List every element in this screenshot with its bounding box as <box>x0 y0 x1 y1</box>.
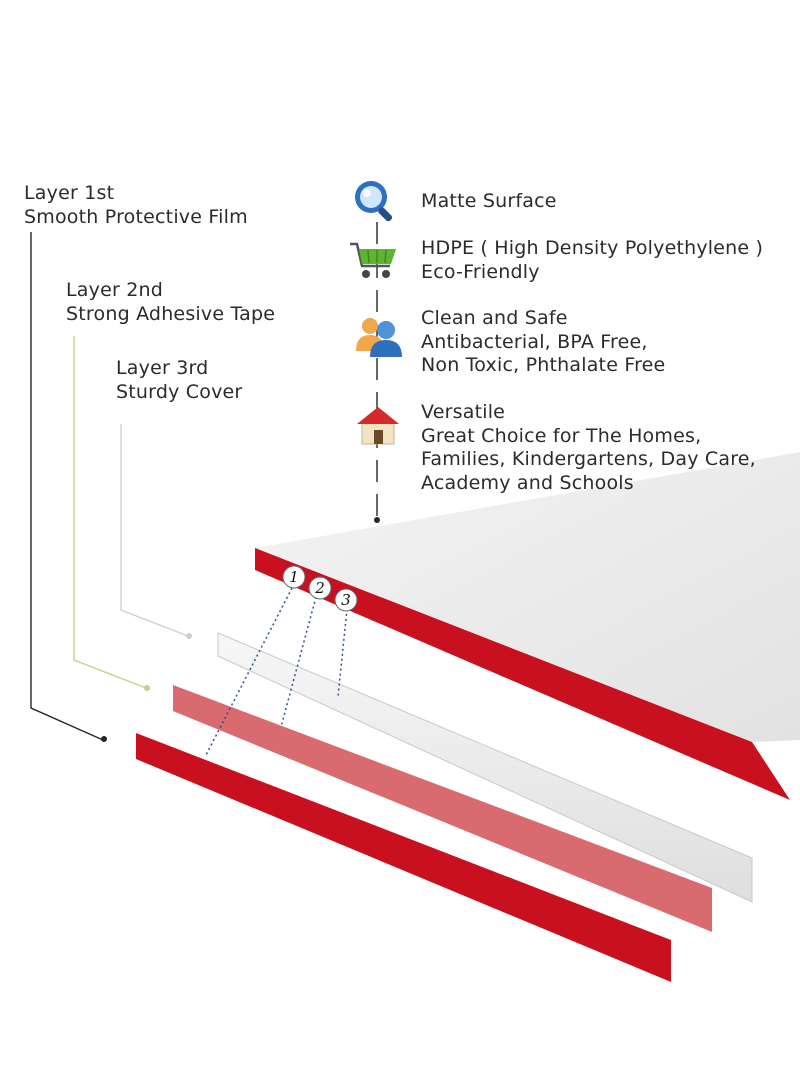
svg-text:3: 3 <box>341 591 351 609</box>
feature-matte-surface: Matte Surface <box>421 190 557 214</box>
feature-line: Eco-Friendly <box>421 260 540 283</box>
feature-line: Great Choice for The Homes, <box>421 424 702 447</box>
strip-layer-1-protective-film <box>136 733 671 982</box>
badge-layer-3: 3 <box>334 588 358 612</box>
svg-text:1: 1 <box>289 568 299 586</box>
layer-1-title: Layer 1st <box>24 182 115 204</box>
feature-clean-safe: Clean and Safe Antibacterial, BPA Free, … <box>421 307 665 378</box>
board-top-surface <box>255 452 800 742</box>
layer-3-label: Layer 3rd Sturdy Cover <box>116 357 242 404</box>
feature-line: Antibacterial, BPA Free, <box>421 330 648 353</box>
board-red-edge <box>255 548 790 800</box>
feature-line: Academy and Schools <box>421 471 634 494</box>
layer-3-name: Sturdy Cover <box>116 380 243 403</box>
feature-line: Families, Kindergartens, Day Care, <box>421 448 756 470</box>
shopping-cart-icon <box>350 242 396 278</box>
badge-layer-2: 2 <box>308 576 332 600</box>
feature-line: Clean and Safe <box>421 307 568 329</box>
feature-line: Matte Surface <box>421 190 557 212</box>
people-icon <box>356 318 402 357</box>
layer-2-name: Strong Adhesive Tape <box>66 302 276 325</box>
svg-text:2: 2 <box>314 579 325 597</box>
dotted-connector-3 <box>337 608 348 698</box>
feature-line: Versatile <box>421 401 506 423</box>
feature-line: Non Toxic, Phthalate Free <box>421 354 666 376</box>
layer-2-title: Layer 2nd <box>66 279 164 301</box>
layer-1-label: Layer 1st Smooth Protective Film <box>24 182 248 229</box>
leader-line-layer-2 <box>73 336 147 689</box>
layer-1-name: Smooth Protective Film <box>24 205 248 228</box>
feature-hdpe: HDPE ( High Density Polyethylene ) Eco-F… <box>421 237 763 284</box>
house-icon <box>357 407 399 445</box>
feature-line: HDPE ( High Density Polyethylene ) <box>421 237 764 259</box>
strip-layer-3-sturdy-cover <box>217 632 753 903</box>
magnifier-icon <box>355 181 393 222</box>
layer-3-title: Layer 3rd <box>116 357 209 379</box>
layer-2-label: Layer 2nd Strong Adhesive Tape <box>66 279 275 326</box>
strip-layer-2-adhesive-tape <box>173 685 712 932</box>
leader-line-layer-3 <box>120 424 189 637</box>
feature-versatile: Versatile Great Choice for The Homes, Fa… <box>421 401 756 495</box>
badge-layer-1: 1 <box>282 565 306 589</box>
leader-line-layer-1 <box>30 232 104 741</box>
dotted-connector-1 <box>204 587 293 758</box>
